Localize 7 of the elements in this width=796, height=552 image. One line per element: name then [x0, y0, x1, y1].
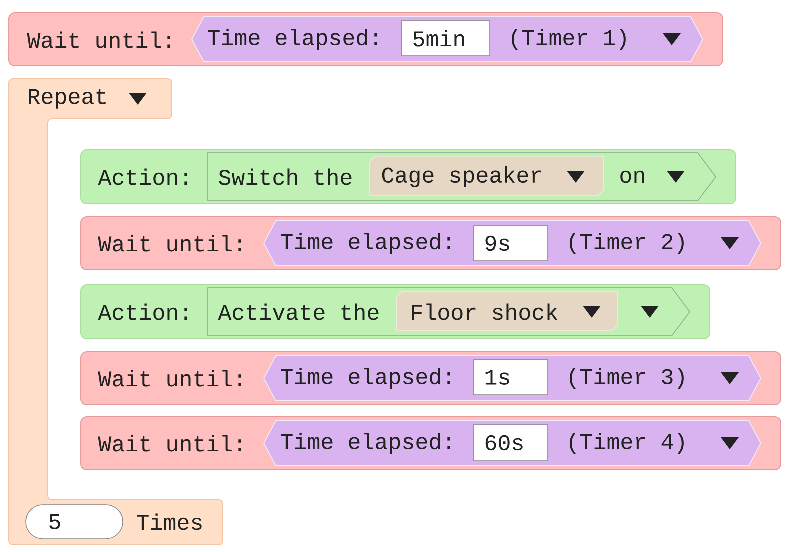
- value-field: 1s: [474, 360, 548, 396]
- value-field: 5min: [402, 20, 490, 56]
- value-field: 5: [26, 504, 124, 540]
- dropdown-menu: Floor shock: [396, 292, 618, 332]
- dropdown-menu: Cage speaker: [370, 156, 604, 196]
- value-field: 60s: [474, 424, 548, 462]
- value-field: 9s: [474, 226, 548, 262]
